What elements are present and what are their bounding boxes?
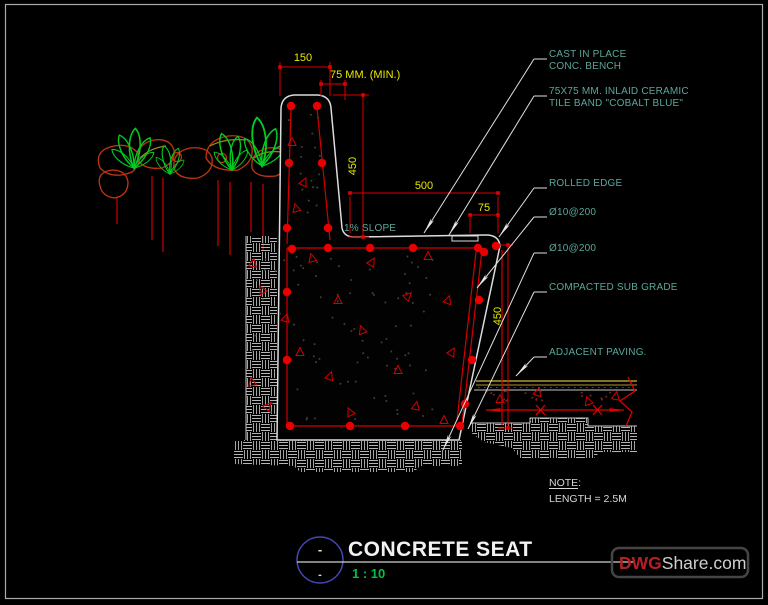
rocks bbox=[97, 135, 289, 199]
title-block: - - CONCRETE SEAT 1 : 10 bbox=[296, 536, 633, 584]
concrete-speckles bbox=[251, 113, 612, 421]
dimension-texts: 150 75 MM. (MIN.) 450 500 75 450 1% SLOP… bbox=[294, 52, 504, 325]
detail-scale: 1 : 10 bbox=[352, 566, 385, 581]
dimension-ticks bbox=[278, 65, 510, 430]
detail-mark-top: - bbox=[318, 542, 322, 557]
detail-mark-bottom: - bbox=[318, 569, 322, 581]
watermark-suffix: Share.com bbox=[662, 553, 747, 573]
callout-tile-band-1: 75X75 MM. INLAID CERAMIC bbox=[549, 86, 689, 97]
dim-back-width: 150 bbox=[294, 52, 312, 64]
note-heading: NOTE: bbox=[549, 477, 581, 489]
hatch-left-band bbox=[246, 236, 277, 440]
sheet-border bbox=[4, 3, 764, 600]
dim-front-height: 450 bbox=[492, 307, 504, 325]
callout-tile-band-2: TILE BAND "COBALT BLUE" bbox=[549, 98, 683, 109]
callout-cast-in-place-2: CONC. BENCH bbox=[549, 61, 621, 72]
callout-rebar-bottom: Ø10@200 bbox=[549, 243, 596, 254]
detail-bubble-circle bbox=[296, 536, 344, 584]
watermark-prefix: DWG bbox=[619, 553, 662, 573]
plant-leaves bbox=[108, 116, 289, 177]
hatch-right-band bbox=[470, 418, 637, 458]
subgrade-step-line bbox=[470, 417, 637, 427]
rebar-dots bbox=[282, 101, 501, 431]
slope-label: 1% SLOPE bbox=[344, 223, 396, 234]
planting-group bbox=[97, 116, 289, 255]
callout-rebar-top: Ø10@200 bbox=[549, 207, 596, 218]
watermark: DWGShare.com bbox=[610, 546, 750, 579]
callout-leaders bbox=[423, 58, 547, 451]
bench-outline bbox=[276, 94, 501, 441]
watermark-box bbox=[610, 546, 750, 579]
callout-adjacent-paving: ADJACENT PAVING. bbox=[549, 347, 647, 358]
plant-stems bbox=[116, 176, 264, 255]
callout-cast-in-place-1: CAST IN PLACE bbox=[549, 49, 627, 60]
note-body: LENGTH = 2.5M bbox=[549, 493, 627, 505]
callout-compacted-subgrade: COMPACTED SUB GRADE bbox=[549, 282, 678, 293]
note-block: NOTE: LENGTH = 2.5M bbox=[549, 477, 627, 505]
dim-min-thickness: 75 MM. (MIN.) bbox=[330, 69, 400, 81]
detail-title: CONCRETE SEAT bbox=[348, 538, 533, 561]
callout-texts: CAST IN PLACE CONC. BENCH 75X75 MM. INLA… bbox=[549, 49, 689, 358]
callout-rolled-edge: ROLLED EDGE bbox=[549, 178, 622, 189]
watermark-text: DWGShare.com bbox=[619, 553, 746, 573]
dim-tile-offset: 75 bbox=[478, 202, 490, 214]
tile-band-notch bbox=[451, 235, 479, 242]
paving-break-line bbox=[618, 376, 636, 427]
dim-seat-depth: 500 bbox=[415, 180, 433, 192]
hatch-bottom-band bbox=[234, 440, 462, 472]
dim-back-height: 450 bbox=[347, 157, 359, 175]
paving-x-marks bbox=[535, 404, 603, 416]
adjacent-paving bbox=[474, 376, 637, 427]
